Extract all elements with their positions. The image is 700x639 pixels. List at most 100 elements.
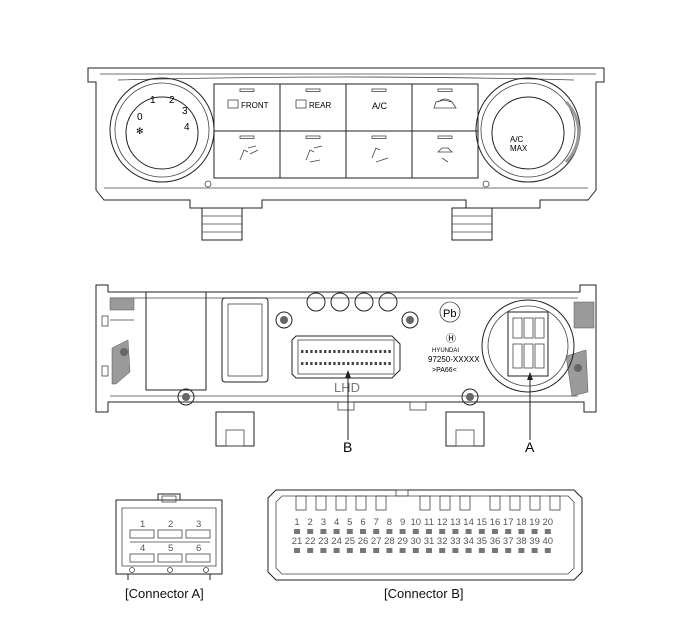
button-vent-bilevel: [305, 145, 323, 163]
knob-label-ac: A/C: [510, 135, 524, 144]
connector-b-key: [315, 495, 327, 511]
rear-pin-dot: [383, 350, 387, 353]
rear-pin-dot: [310, 350, 313, 353]
rear-pin-dot: [374, 362, 377, 365]
control-panel-front: [87, 67, 605, 241]
rear-pin-dot: [319, 362, 322, 365]
connector-b-pin-31: 31: [424, 536, 435, 547]
connector-b-pin-32: 32: [437, 536, 448, 547]
rear-pin-dot: [301, 350, 304, 353]
connector-b-key: [295, 495, 307, 511]
connector-b-key: [489, 495, 501, 511]
connector-b-cell: [465, 548, 472, 553]
temperature-knob-left: 0 1 2 3 4 ✻: [109, 77, 215, 183]
pointer-label-b: B: [343, 439, 352, 455]
connector-b-cell: [439, 548, 446, 553]
brand-name: HYUNDAI: [432, 348, 459, 354]
rear-pin-dot: [319, 350, 322, 353]
connector-b-cell: [492, 529, 498, 534]
connector-b-cell: [426, 548, 432, 553]
rear-pin-dot: [379, 350, 382, 353]
rear-pin-dot: [305, 362, 308, 365]
seat-face-icon: [239, 145, 259, 161]
rear-pin-dot: [305, 350, 308, 353]
button-vent-floor: [371, 147, 389, 163]
connector-b-pin-21: 21: [292, 536, 303, 547]
connector-b-pin-6: 6: [360, 517, 365, 528]
rear-pin-dot: [351, 362, 354, 365]
connector-b-cell: [452, 548, 459, 553]
connector-b-pin-39: 39: [529, 536, 540, 547]
fan-icon: ✻: [136, 126, 144, 136]
connector-b-cell: [452, 529, 459, 534]
knob-label-max: MAX: [510, 144, 528, 153]
connector-b-pin-38: 38: [516, 536, 527, 547]
connector-b-pin-34: 34: [463, 536, 474, 547]
connector-b-pin-37: 37: [503, 536, 514, 547]
car-recirculation-icon: [433, 98, 457, 109]
rear-pin-dot: [337, 362, 341, 365]
connector-b-pin-9: 9: [400, 517, 405, 528]
button-ac: A/C: [372, 101, 388, 111]
connector-b-pin-20: 20: [543, 517, 554, 528]
knob-mark-1: 1: [150, 95, 156, 106]
connector-b-cell: [531, 529, 538, 534]
unit-label-lhd: LHD: [334, 380, 360, 395]
connector-b-cell: [346, 529, 353, 534]
recycle-mark: Pb: [443, 308, 456, 320]
connector-b-key: [355, 495, 367, 511]
connector-b-cell: [346, 548, 353, 553]
rear-pin-dot: [351, 350, 354, 353]
connector-b-pin-5: 5: [347, 517, 352, 528]
connector-b-cell: [531, 548, 538, 553]
connector-b-cell: [373, 529, 380, 534]
rear-pin-dot: [342, 350, 345, 353]
windshield-floor-icon: [437, 147, 453, 163]
label-front: FRONT: [241, 101, 269, 110]
rear-connector-a: [481, 299, 575, 393]
button-vent-face: [239, 145, 259, 161]
connector-b-pin-23: 23: [318, 536, 329, 547]
hyundai-logo-icon: Ⓗ: [446, 333, 456, 345]
connector-b-cell: [360, 548, 366, 553]
rear-pin-dot: [356, 362, 359, 365]
button-front-defrost: FRONT: [227, 99, 269, 110]
rear-pin-dot: [314, 350, 318, 353]
connector-b-pin-12: 12: [437, 517, 448, 528]
rear-pin-dot: [333, 350, 336, 353]
connector-b-pin-7: 7: [374, 517, 379, 528]
connector-a-detail: 1 2 3 4 5 6: [115, 493, 223, 580]
connector-b-cell: [412, 529, 419, 534]
connector-b-cell: [360, 529, 366, 534]
connector-b-pin-4: 4: [334, 517, 339, 528]
connector-a-pin-6: 6: [196, 543, 201, 554]
button-rear-defrost: REAR: [295, 99, 331, 110]
rear-pin-dot: [388, 350, 391, 353]
connector-b-pin-22: 22: [305, 536, 316, 547]
seat-bilevel-icon: [305, 145, 323, 163]
connector-b-cell: [307, 548, 314, 553]
button-grid: [213, 83, 479, 179]
connector-b-pin-16: 16: [490, 517, 501, 528]
connector-b-cells: [294, 529, 551, 553]
connector-b-key: [459, 495, 471, 511]
connector-b-pin-2: 2: [308, 517, 313, 528]
rear-pin-dot: [365, 350, 368, 353]
connector-b-cell: [320, 529, 327, 534]
material-mark: >PA66<: [432, 367, 457, 374]
caption-connector-a: [Connector A]: [125, 586, 204, 601]
connector-b-pin-29: 29: [397, 536, 408, 547]
rear-pin-dot: [379, 362, 382, 365]
connector-b-pin-15: 15: [477, 517, 488, 528]
rear-pin-dot: [356, 350, 359, 353]
connector-a-pin-2: 2: [168, 519, 173, 530]
connector-b-pin-19: 19: [529, 517, 540, 528]
connector-b-pin-18: 18: [516, 517, 527, 528]
rear-pin-dot: [328, 350, 331, 353]
connector-b-pin-26: 26: [358, 536, 369, 547]
connector-b-pin-25: 25: [345, 536, 356, 547]
